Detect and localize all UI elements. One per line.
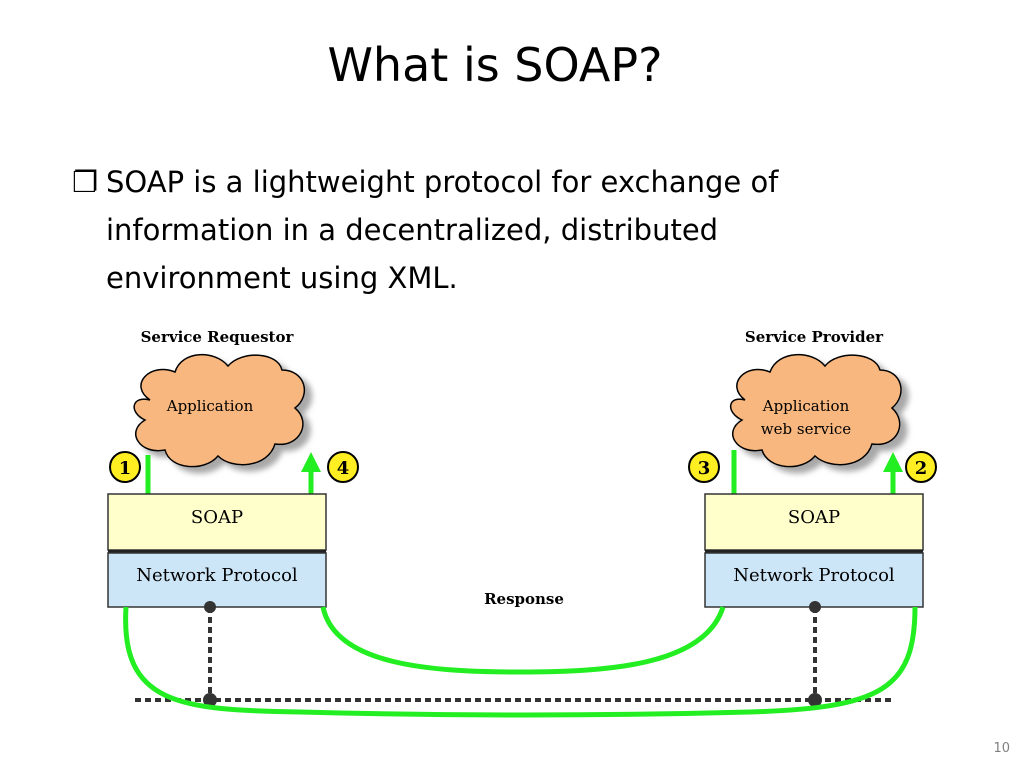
request-arc: [123, 606, 918, 718]
slide-title: What is SOAP?: [327, 38, 663, 92]
svg-text:2: 2: [915, 458, 928, 479]
step-badge-4: 4: [327, 451, 359, 483]
provider-application-cloud: [730, 353, 902, 468]
requestor-network-box: Network Protocol: [107, 552, 327, 608]
bullet-marker: ❐: [72, 165, 98, 199]
provider-cloud-line-2: web service: [761, 420, 852, 438]
provider-heading: Service Provider: [745, 328, 884, 346]
provider-cloud-line-1: Application: [762, 397, 850, 415]
svg-text:Network Protocol: Network Protocol: [733, 565, 895, 586]
bullet-item: ❐ SOAP is a lightweight protocol for exc…: [72, 158, 942, 302]
step-badge-1: 1: [109, 451, 141, 483]
requestor-soap-box: SOAP: [107, 493, 327, 551]
provider-network-box: Network Protocol: [704, 552, 924, 608]
provider-soap-box: SOAP: [704, 493, 924, 551]
svg-text:1: 1: [119, 458, 132, 479]
svg-text:Network Protocol: Network Protocol: [136, 565, 298, 586]
svg-text:SOAP: SOAP: [191, 507, 243, 528]
svg-text:SOAP: SOAP: [788, 507, 840, 528]
requestor-cloud-line-1: Application: [166, 397, 254, 415]
response-arc: [320, 606, 726, 675]
svg-text:3: 3: [698, 458, 711, 479]
requestor-application-cloud: [133, 353, 306, 468]
page-number: 10: [993, 741, 1010, 756]
bullet-text: SOAP is a lightweight protocol for excha…: [106, 165, 779, 295]
step-badge-2: 2: [905, 451, 937, 483]
svg-text:4: 4: [337, 458, 350, 479]
step-badge-3: 3: [688, 451, 720, 483]
response-label: Response: [484, 590, 564, 608]
requestor-heading: Service Requestor: [141, 328, 295, 346]
